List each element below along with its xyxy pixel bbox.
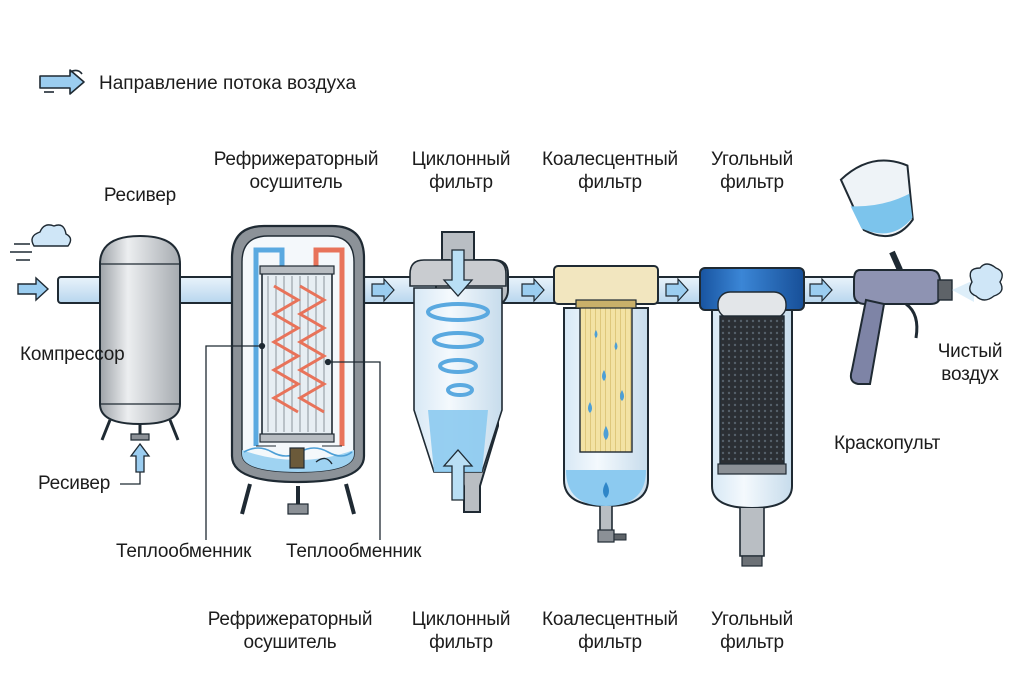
label-compressor: Компрессор bbox=[20, 344, 125, 365]
cyclone-filter bbox=[409, 231, 509, 513]
leader-lines bbox=[205, 342, 381, 540]
refrigeration-dryer bbox=[230, 224, 366, 515]
legend-text: Направление потока воздуха bbox=[99, 73, 356, 94]
label-heat-exchanger-left: Теплообменник bbox=[116, 541, 252, 562]
airflow-arrow-icon bbox=[39, 69, 85, 95]
spray-gun-icon bbox=[839, 159, 1003, 385]
label-heat-exchanger-right: Теплообменник bbox=[286, 541, 422, 562]
carbon-filter bbox=[699, 267, 805, 567]
label-receiver-top: Ресивер bbox=[103, 185, 177, 206]
intake-air-icon bbox=[10, 224, 72, 302]
coalescent-filter bbox=[553, 265, 659, 543]
receiver-inlet-arrow-icon bbox=[120, 442, 151, 485]
receiver-tank bbox=[99, 234, 181, 441]
label-receiver-bottom: Ресивер bbox=[38, 473, 111, 494]
label-spray-gun: Краскопульт bbox=[834, 433, 941, 454]
legend: Направление потока воздуха bbox=[39, 69, 356, 95]
